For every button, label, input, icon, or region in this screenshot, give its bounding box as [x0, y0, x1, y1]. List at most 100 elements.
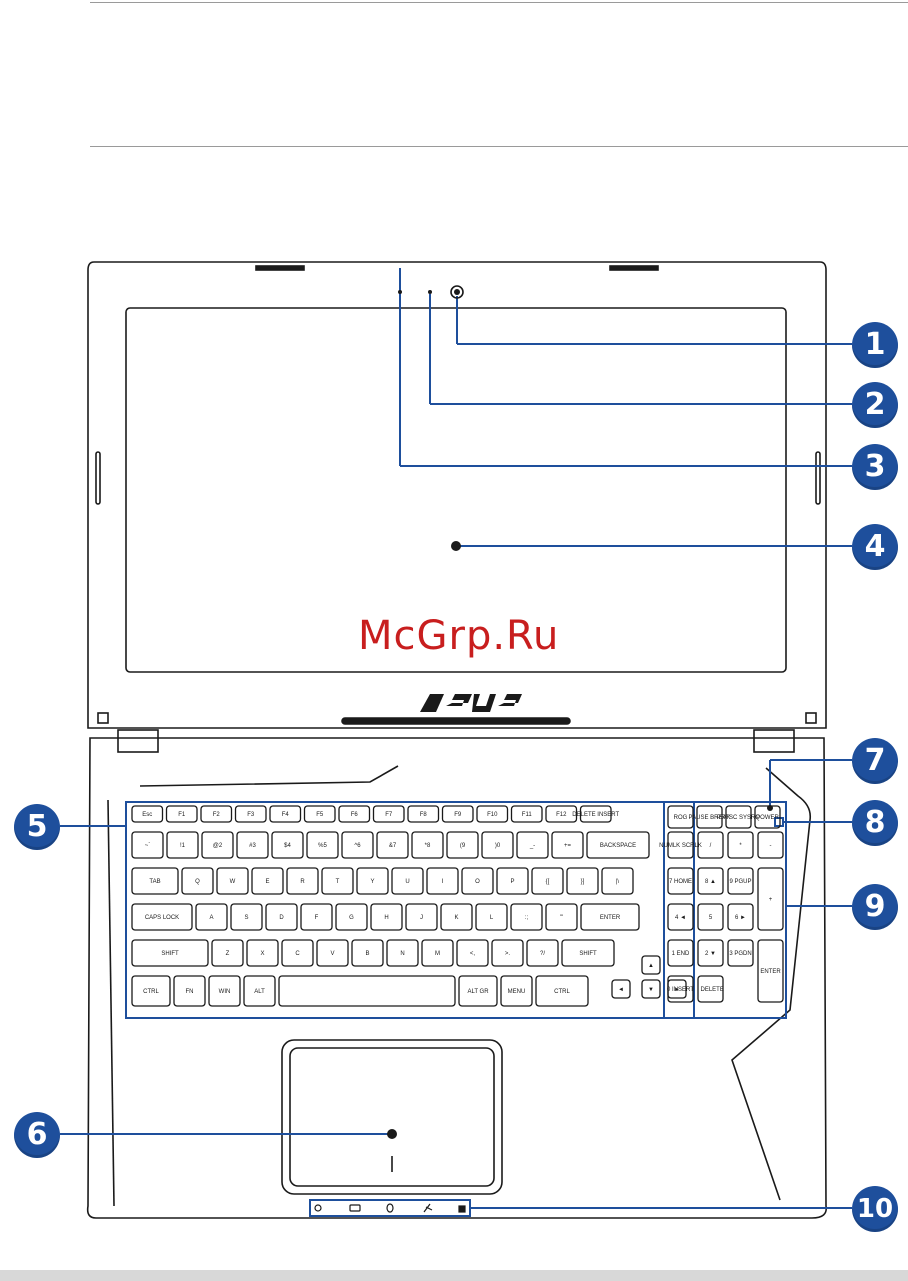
key-num-0-label: ~`	[145, 843, 151, 849]
key-fn-12-label: F12	[556, 812, 567, 818]
top-vent-left	[255, 265, 305, 271]
key-numpad-15-label: 0 INSERT	[667, 987, 694, 993]
key-num-12-label: +=	[564, 843, 572, 849]
key-fn-11	[510, 805, 543, 823]
key-shift-5-label: B	[365, 951, 369, 957]
touchpad	[281, 1039, 503, 1195]
key-num-10-label: )0	[495, 843, 501, 849]
keyboard-highlight	[125, 801, 695, 1019]
watermark: McGrp.Ru	[358, 613, 560, 659]
key-num-5	[306, 831, 339, 859]
key-home-2	[230, 903, 263, 931]
status-indicators	[314, 1203, 466, 1213]
key-shift-0	[131, 939, 209, 967]
lock-icon	[458, 1205, 466, 1213]
key-fn-13	[579, 805, 612, 823]
key-num-6	[341, 831, 374, 859]
key-num-8-label: *8	[425, 843, 431, 849]
key-top-11	[531, 867, 564, 895]
key-top-8	[426, 867, 459, 895]
battery-icon	[349, 1204, 361, 1212]
key-home-1-label: A	[209, 915, 213, 921]
callout-5: 5	[14, 804, 60, 850]
key-fn-8	[407, 805, 440, 823]
key-num-8	[411, 831, 444, 859]
key-num-10	[481, 831, 514, 859]
key-numpad-8	[667, 903, 694, 931]
key-numpad-8-label: 4 ◄	[675, 915, 686, 921]
key-numpad-0-label: NUMLK SCRLK	[659, 843, 702, 849]
key-top-4	[286, 867, 319, 895]
touchpad-inner	[289, 1047, 495, 1187]
power-light-icon	[314, 1204, 322, 1212]
key-num-7-label: &7	[389, 843, 397, 849]
key-special-3	[754, 805, 781, 829]
key-fn-1	[165, 805, 198, 823]
key-home-6	[370, 903, 403, 931]
key-bottom-0	[131, 975, 171, 1007]
key-fn-2	[200, 805, 233, 823]
top-rule	[90, 2, 908, 3]
key-numpad-15	[667, 975, 694, 1003]
touchpad-dot	[387, 1129, 397, 1139]
key-home-6-label: H	[384, 915, 388, 921]
key-special-1	[696, 805, 723, 829]
key-top-7-label: U	[405, 879, 409, 885]
hinge-left	[117, 729, 159, 753]
key-numpad-4-label: 7 HOME	[669, 879, 692, 885]
key-top-5	[321, 867, 354, 895]
microphone-left	[398, 290, 402, 294]
key-special-1-label: PAUSE BREAK	[689, 815, 731, 821]
key-fn-10	[476, 805, 509, 823]
indicator-highlight	[309, 1199, 471, 1217]
key-numpad-2	[727, 831, 754, 859]
key-num-4	[271, 831, 304, 859]
key-home-10	[510, 903, 543, 931]
callout-10: 10	[852, 1186, 898, 1232]
key-home-12-label: ENTER	[600, 915, 621, 921]
key-shift-2-label: X	[260, 951, 264, 957]
microphone-right	[428, 290, 432, 294]
key-fn-4-label: F4	[282, 812, 290, 818]
key-fn-9	[441, 805, 474, 823]
key-numpad-3-label: -	[770, 843, 772, 849]
key-num-2	[201, 831, 234, 859]
key-special-0-label: ROG	[674, 815, 688, 821]
key-numpad-7-label: +	[769, 897, 773, 903]
key-num-1	[166, 831, 199, 859]
key-bottom-1	[173, 975, 206, 1007]
top-vent-right	[609, 265, 659, 271]
key-numpad-1	[697, 831, 724, 859]
key-numpad-16	[697, 975, 724, 1003]
key-numpad-11	[667, 939, 694, 967]
key-num-0	[131, 831, 164, 859]
key-shift-7-label: M	[435, 951, 440, 957]
key-shift-6	[386, 939, 419, 967]
key-numpad-10-label: 6 ►	[735, 915, 746, 921]
key-num-9-label: (9	[460, 843, 466, 849]
key-bottom-3	[243, 975, 276, 1007]
key-top-2-label: W	[230, 879, 236, 885]
key-numpad-1-label: /	[710, 843, 712, 849]
key-home-10-label: :;	[525, 915, 529, 921]
key-shift-2	[246, 939, 279, 967]
key-shift-11-label: SHIFT	[579, 951, 597, 957]
key-numpad-9	[697, 903, 724, 931]
key-numpad-4	[667, 867, 694, 895]
callout-3: 3	[852, 444, 898, 490]
key-top-1	[181, 867, 214, 895]
page-footer-strip	[0, 1270, 908, 1281]
key-numpad-11-label: 1 END	[672, 951, 690, 957]
key-fn-3	[234, 805, 267, 823]
key-fn-5	[303, 805, 336, 823]
key-top-0-label: TAB	[149, 879, 160, 885]
key-shift-4-label: V	[330, 951, 334, 957]
key-fn-11-label: F11	[522, 812, 533, 818]
key-numpad-13-label: 3 PGDN	[729, 951, 751, 957]
key-home-4-label: F	[315, 915, 319, 921]
key-arrow-left	[611, 979, 631, 999]
display-dot	[451, 541, 461, 551]
hinge-right	[753, 729, 795, 753]
key-shift-9	[491, 939, 524, 967]
key-home-7	[405, 903, 438, 931]
